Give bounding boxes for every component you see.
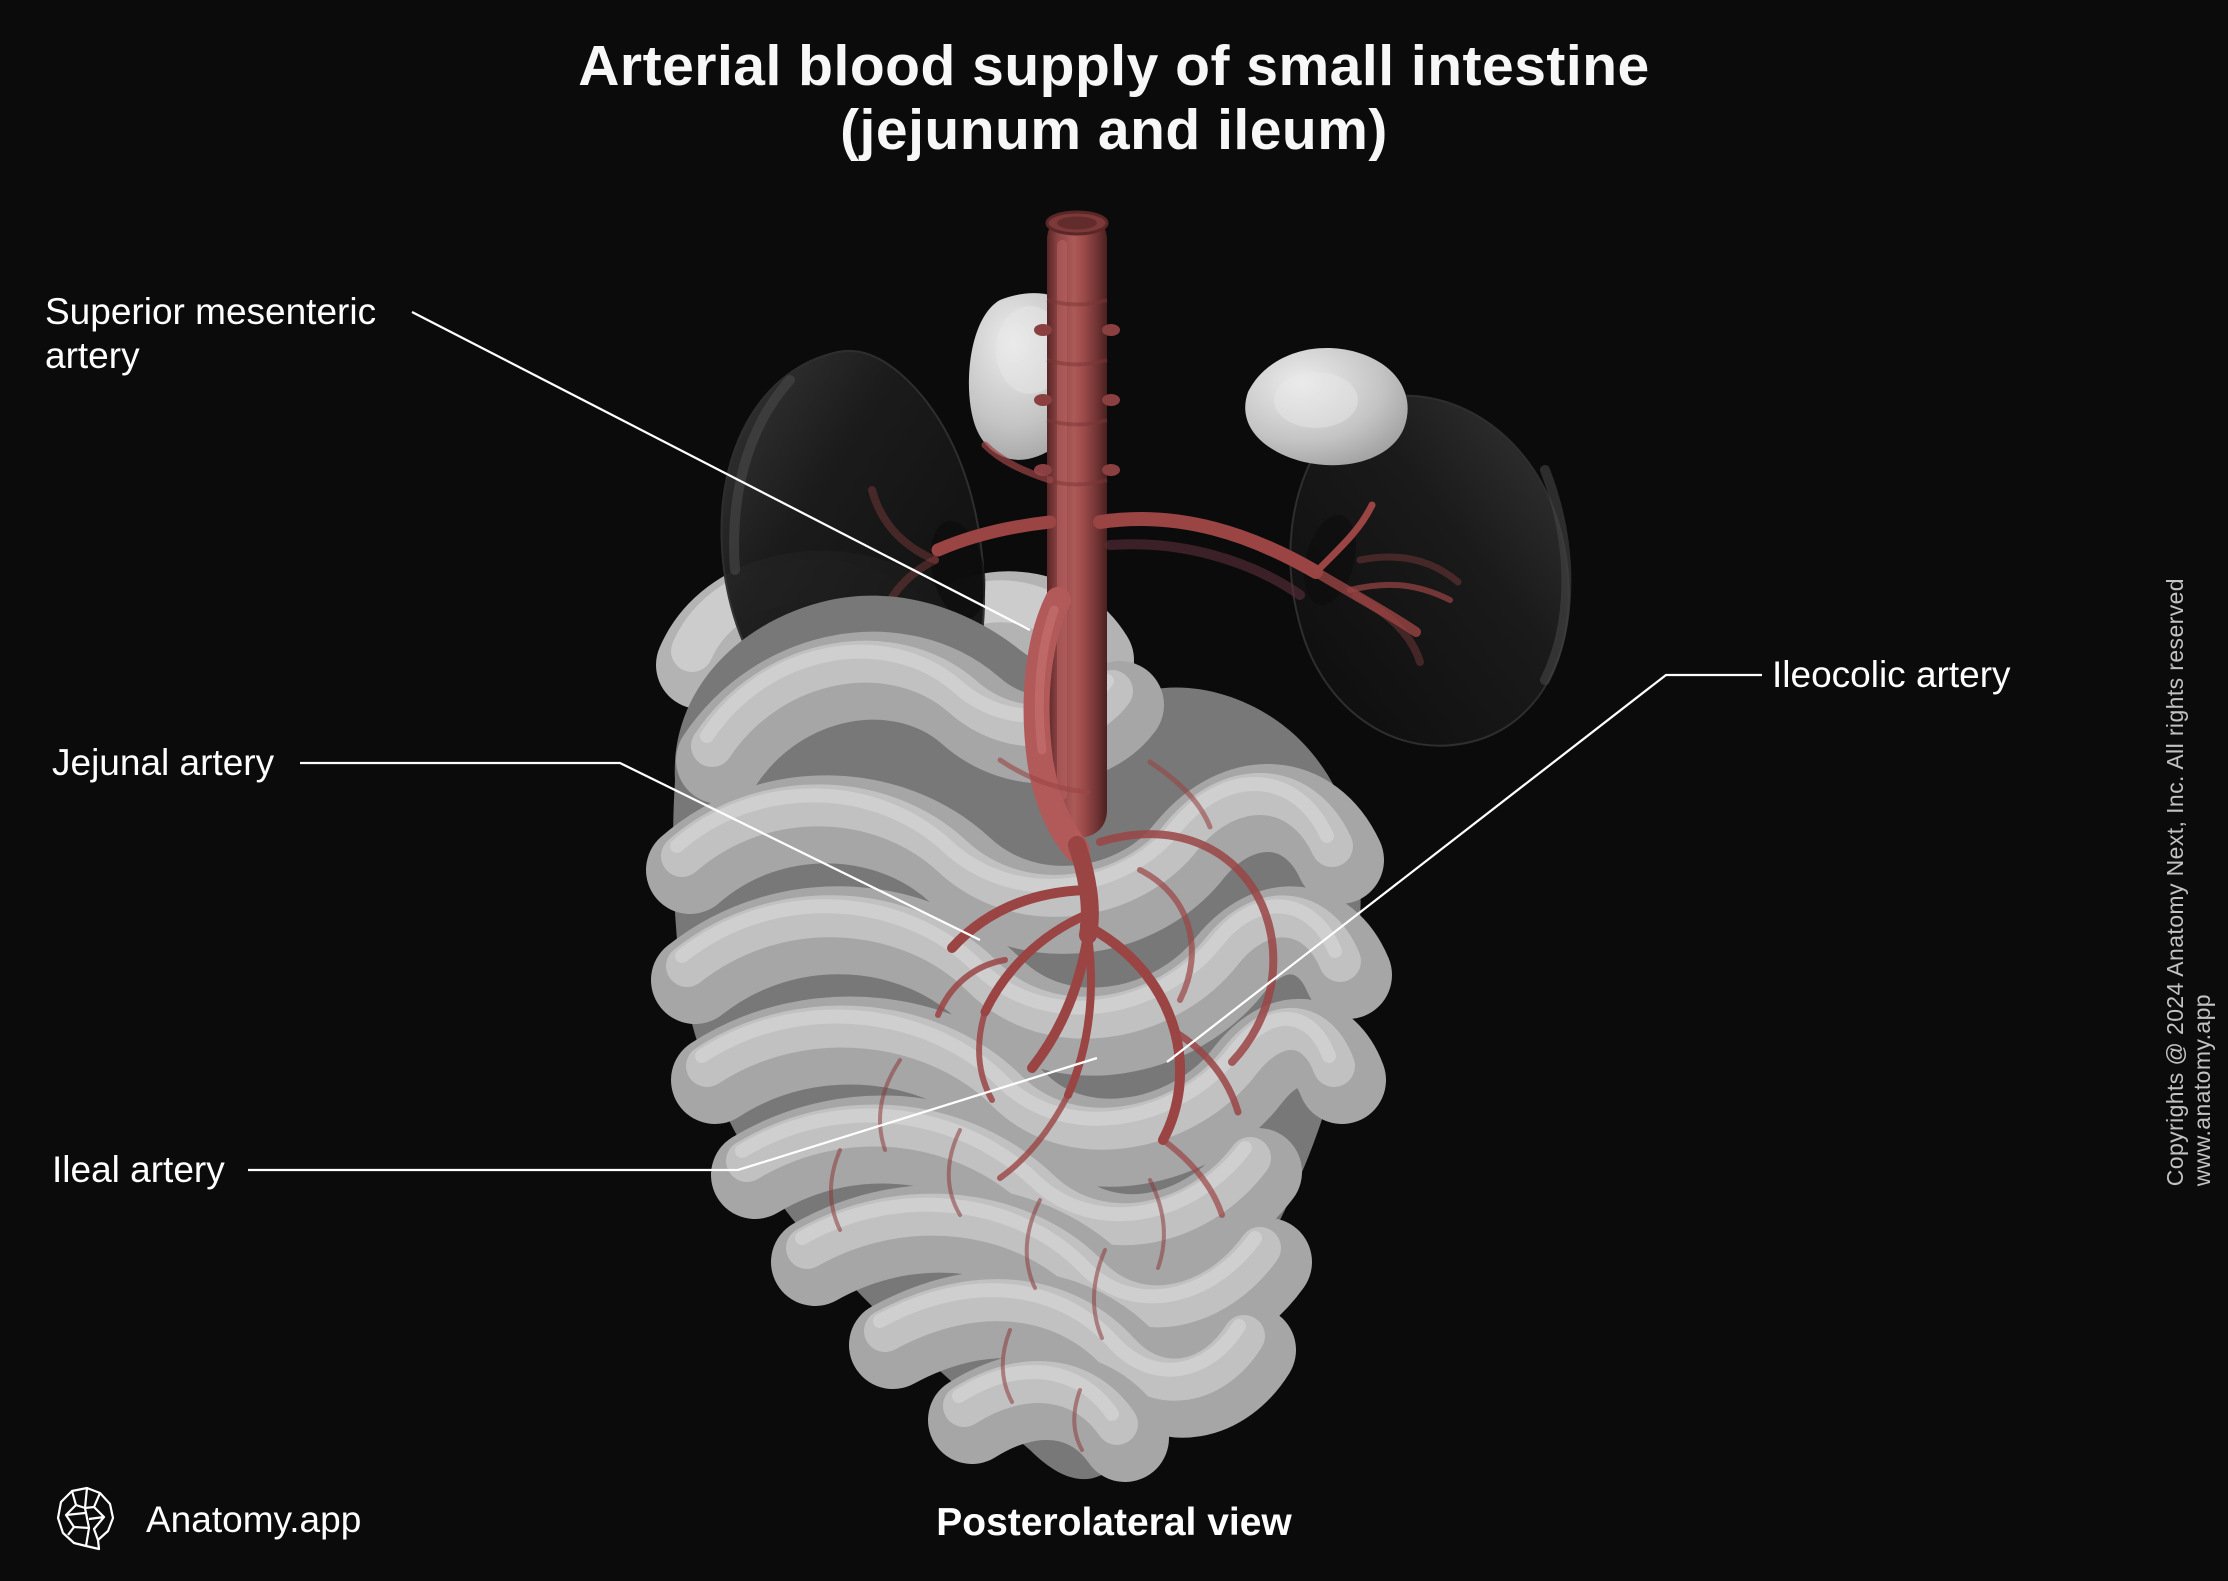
jejunal-artery-branch — [947, 885, 1091, 953]
leader-line-superior-mesenteric-artery — [411, 310, 1031, 632]
ileal-artery-branch — [1027, 930, 1093, 1073]
right-adrenal-gland — [1245, 348, 1408, 466]
brand-name: Anatomy.app — [146, 1499, 362, 1540]
label-jejunal-artery: Jejunal artery — [52, 742, 275, 783]
view-caption: Posterolateral view — [936, 1501, 1292, 1544]
mesenteric-arteries — [829, 757, 1278, 1452]
brand-footer: Anatomy.app — [50, 1483, 361, 1557]
title-line-1: Arterial blood supply of small intestine — [578, 34, 1650, 98]
left-renal-artery — [931, 515, 1057, 557]
title-line-2: (jejunum and ileum) — [840, 98, 1388, 163]
small-intestine — [673, 595, 1361, 1480]
copyright-watermark: Copyrights @ 2024 Anatomy Next, Inc. All… — [2162, 577, 2215, 1186]
brain-logo-icon — [56, 1486, 115, 1551]
label-superior-mesenteric-artery: Superior mesenteric artery — [45, 291, 377, 377]
right-renal-artery — [1093, 501, 1453, 637]
leader-lines — [248, 310, 1762, 1172]
page-title: Arterial blood supply of small intestine… — [0, 34, 2228, 163]
label-ileal-artery: Ileal artery — [52, 1149, 225, 1190]
leader-line-ileal-artery — [248, 1056, 1098, 1172]
right-kidney — [1289, 394, 1572, 747]
superior-mesenteric-artery — [1023, 587, 1090, 863]
aorta — [931, 210, 1453, 863]
leader-line-jejunal-artery — [300, 761, 981, 942]
label-ileocolic-artery: Ileocolic artery — [1772, 654, 2011, 695]
leader-line-ileocolic-artery — [1166, 673, 1762, 1063]
